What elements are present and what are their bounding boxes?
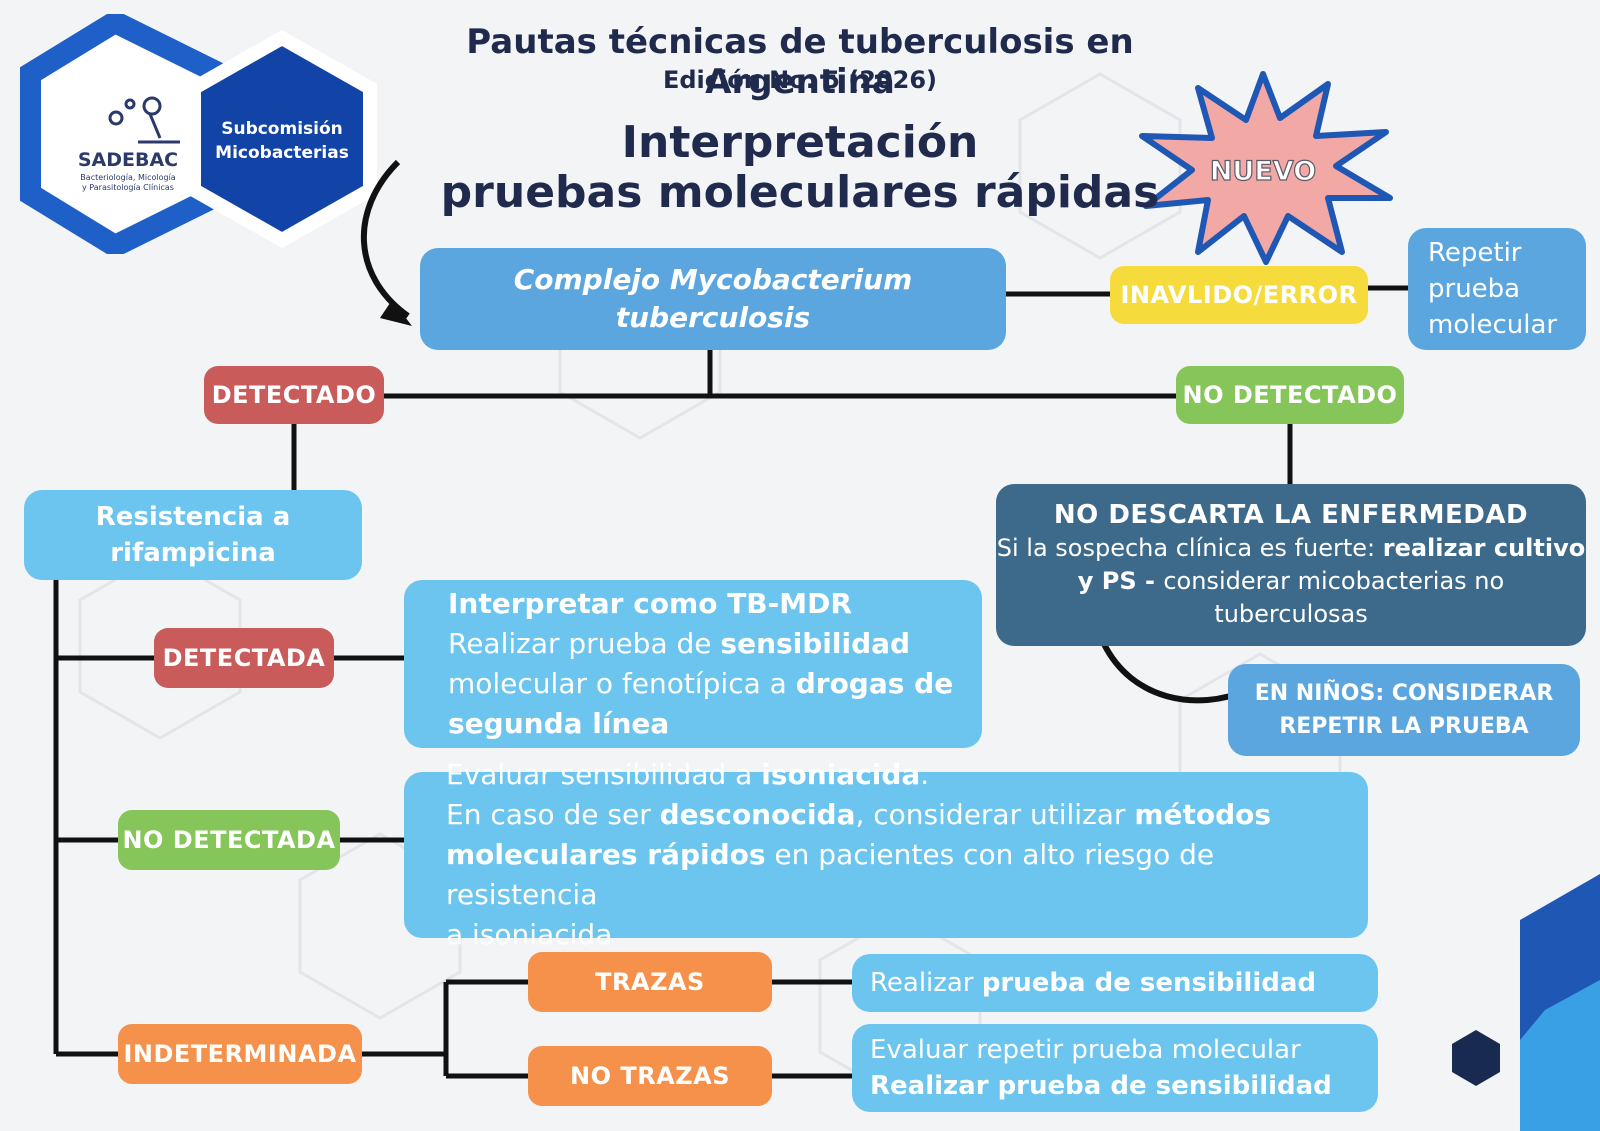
iso-line-3: moleculares rápidos en pacientes con alt… xyxy=(446,838,1215,911)
trazas-pill: TRAZAS xyxy=(528,952,772,1012)
rifampicin-line-1: Resistencia a xyxy=(95,502,291,532)
not-rule-out-box: NO DESCARTA LA ENFERMEDAD Si la sospecha… xyxy=(996,484,1586,646)
subcommission-line-1: Subcomisión xyxy=(221,119,343,139)
children-repeat-box: EN NIÑOS: CONSIDERAR REPETIR LA PRUEBA xyxy=(1228,664,1580,756)
sadebac-caption-2: y Parasitología Clínicas xyxy=(82,183,174,192)
microscope-icon xyxy=(108,96,180,144)
logo-group: SADEBAC Bacteriología, Micología y Paras… xyxy=(20,14,377,254)
mdr-interpretation-box: Interpretar como TB-MDR Realizar prueba … xyxy=(404,580,982,748)
iso-line-2: En caso de ser desconocida, considerar u… xyxy=(446,798,1272,831)
repeat-test-line-3: molecular xyxy=(1428,310,1558,340)
mdr-line-1: Interpretar como TB-MDR xyxy=(448,587,852,620)
not-rule-out-heading: NO DESCARTA LA ENFERMEDAD xyxy=(1053,500,1529,530)
sadebac-caption-1: Bacteriología, Micología xyxy=(80,173,175,182)
invalid-error-pill: INAVLIDO/ERROR xyxy=(1110,266,1368,324)
children-line-1: EN NIÑOS: CONSIDERAR xyxy=(1254,681,1554,706)
not-rule-out-line-1: Si la sospecha clínica es fuerte: realiz… xyxy=(996,534,1586,562)
repeat-test-line-1: Repetir xyxy=(1428,238,1522,268)
subcommission-line-2: Micobacterias xyxy=(215,143,349,163)
rifampicin-line-2: rifampicina xyxy=(110,538,276,568)
trazas-action-box: Realizar prueba de sensibilidad xyxy=(852,954,1378,1012)
not-detected-pill: NO DETECTADO xyxy=(1176,366,1404,424)
mdr-line-3: molecular o fenotípica a drogas de xyxy=(448,667,954,700)
isoniazid-box: Evaluar sensibilidad a isoniacida. En ca… xyxy=(404,758,1368,951)
no-trazas-line-1: Evaluar repetir prueba molecular xyxy=(870,1035,1301,1065)
new-badge-label: NUEVO xyxy=(1210,156,1316,187)
no-trazas-line-2: Realizar prueba de sensibilidad xyxy=(870,1071,1332,1101)
rifampicin-resistance-box: Resistencia a rifampicina xyxy=(24,490,362,580)
repeat-test-box: Repetir prueba molecular xyxy=(1408,228,1586,350)
curved-arrow-to-kids xyxy=(1101,642,1250,704)
mdr-line-2: Realizar prueba de sensibilidad xyxy=(448,627,911,660)
root-node: Complejo Mycobacterium tuberculosis xyxy=(420,248,1006,350)
not-rule-out-line-2: y PS - considerar micobacterias no xyxy=(1077,567,1505,595)
diagram-heading-line-2: pruebas moleculares rápidas xyxy=(440,167,1160,218)
document-title: Pautas técnicas de tuberculosis en Argen… xyxy=(466,22,1134,102)
new-badge: NUEVO xyxy=(1139,71,1393,265)
mdr-line-4: segunda línea xyxy=(448,707,670,740)
children-line-2: REPETIR LA PRUEBA xyxy=(1279,714,1529,739)
corner-hexagons-decoration xyxy=(1452,874,1600,1131)
arrowhead-root xyxy=(380,300,412,326)
indeterminada-pill: INDETERMINADA xyxy=(118,1024,362,1084)
not-rule-out-line-3: tuberculosas xyxy=(1214,600,1368,628)
subcommission-hexagon xyxy=(187,29,377,249)
iso-line-1: Evaluar sensibilidad a isoniacida. xyxy=(446,758,930,791)
no-detectada-pill: NO DETECTADA xyxy=(118,810,340,870)
no-trazas-pill: NO TRAZAS xyxy=(528,1046,772,1106)
no-trazas-action-box: Evaluar repetir prueba molecular Realiza… xyxy=(852,1024,1378,1112)
iso-line-4: a isoniacida xyxy=(446,918,613,951)
root-node-line-2: tuberculosis xyxy=(615,301,811,334)
detectada-pill: DETECTADA xyxy=(154,628,334,688)
diagram-heading: Interpretación pruebas moleculares rápid… xyxy=(440,118,1160,218)
repeat-test-line-2: prueba xyxy=(1428,274,1521,304)
sadebac-name: SADEBAC xyxy=(78,149,178,171)
root-node-line-1: Complejo Mycobacterium xyxy=(513,263,913,296)
trazas-action-line: Realizar prueba de sensibilidad xyxy=(870,968,1317,998)
edition-label: Edición No. 5 (2026) xyxy=(662,66,938,94)
curved-arrow-to-root xyxy=(360,159,410,319)
detected-pill: DETECTADO xyxy=(204,366,384,424)
diagram-heading-line-1: Interpretación xyxy=(621,117,979,168)
